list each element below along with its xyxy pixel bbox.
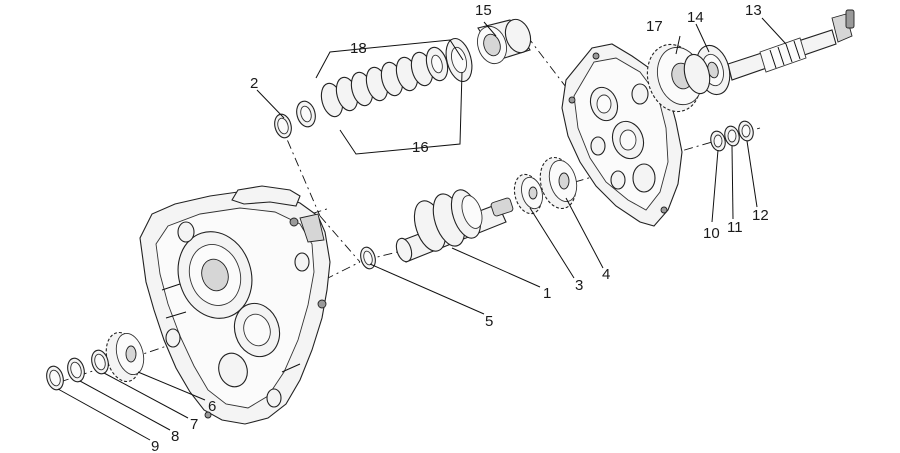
leader-lines	[57, 17, 787, 441]
label-16: 16	[412, 139, 429, 156]
main-shaft	[727, 9, 855, 81]
gearbox-case-housing	[139, 185, 331, 425]
gear-4	[539, 156, 578, 210]
ring-11	[724, 125, 740, 147]
part-number-labels: 1 2 3 4 5 6 7 8 9 10 11 12 13 14 15 16 1…	[151, 2, 769, 453]
spacer-washer	[296, 100, 316, 128]
label-5: 5	[485, 313, 493, 330]
washer-8	[67, 357, 85, 383]
gear-3	[513, 173, 543, 215]
gear-17	[646, 43, 711, 113]
ring-10	[710, 130, 726, 152]
label-6: 6	[208, 398, 216, 415]
gear-6	[105, 331, 145, 383]
layshaft-cluster-1	[395, 189, 514, 263]
label-1: 1	[543, 285, 551, 302]
label-12: 12	[752, 207, 769, 224]
label-3: 3	[575, 277, 583, 294]
ring-group-16	[445, 37, 473, 83]
label-9: 9	[151, 438, 159, 453]
bearing-15	[476, 18, 532, 65]
label-2: 2	[250, 75, 258, 92]
label-10: 10	[703, 225, 720, 242]
label-14: 14	[687, 9, 704, 26]
label-4: 4	[602, 266, 610, 283]
circlip-5	[360, 246, 376, 270]
nut-9	[46, 365, 64, 391]
label-13: 13	[745, 2, 762, 19]
label-15: 15	[475, 2, 492, 19]
ring-12	[738, 120, 754, 142]
label-11: 11	[727, 219, 743, 236]
label-7: 7	[190, 416, 198, 433]
label-8: 8	[171, 428, 179, 445]
spring-stack-18	[320, 46, 449, 118]
label-17: 17	[646, 18, 663, 35]
washer-7	[91, 349, 109, 375]
label-18: 18	[350, 40, 367, 57]
